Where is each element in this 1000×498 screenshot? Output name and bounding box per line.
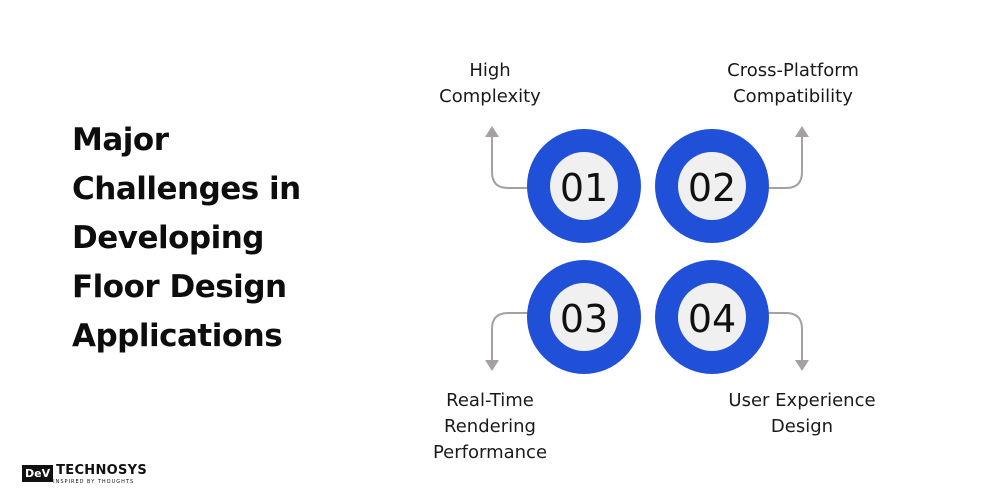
arrowheads xyxy=(485,126,809,371)
label-line: User Experience xyxy=(728,390,876,411)
step-number: 01 xyxy=(560,166,608,210)
title-line: Developing xyxy=(72,220,265,256)
connector-02 xyxy=(758,135,803,189)
title-line: Floor Design xyxy=(72,269,287,305)
step-label-01: High Complexity xyxy=(420,58,560,110)
logo-mark: DeV xyxy=(22,464,54,482)
connector-03 xyxy=(491,312,540,362)
page-title: Major Challenges in Developing Floor Des… xyxy=(72,116,372,361)
connectors xyxy=(491,135,803,362)
label-line: Rendering xyxy=(444,416,536,437)
logo-wordmark: TECHNOSYS INSPIRED BY THOUGHTS xyxy=(53,461,147,485)
label-line: Performance xyxy=(432,442,548,463)
step-label-04: User Experience Design xyxy=(712,388,892,440)
title-line: Major xyxy=(72,122,169,158)
label-line: Real-Time xyxy=(446,390,534,411)
logo-name: TECHNOSYS xyxy=(56,463,148,478)
label-line: Complexity xyxy=(439,86,541,107)
label-line: Cross-Platform xyxy=(727,60,859,81)
arrowhead-down-icon xyxy=(485,360,499,371)
arrowhead-up-icon xyxy=(795,126,809,137)
step-circle-02: 02 xyxy=(655,129,769,243)
step-circle-04: 04 xyxy=(655,260,769,374)
connector-01 xyxy=(491,135,540,189)
step-label-03: Real-Time Rendering Performance xyxy=(415,388,565,466)
arrowhead-down-icon xyxy=(795,360,809,371)
arrowhead-up-icon xyxy=(485,126,499,137)
step-number: 02 xyxy=(688,166,736,210)
label-line: Design xyxy=(770,416,834,437)
title-line: Applications xyxy=(72,318,283,354)
step-label-02: Cross-Platform Compatibility xyxy=(708,58,878,110)
brand-logo: DeV TECHNOSYS INSPIRED BY THOUGHTS xyxy=(22,461,147,485)
step-circle-01: 01 xyxy=(527,129,641,243)
connector-04 xyxy=(758,312,803,362)
step-number: 03 xyxy=(560,297,608,341)
label-line: Compatibility xyxy=(733,86,853,107)
step-circle-03: 03 xyxy=(527,260,641,374)
logo-tagline: INSPIRED BY THOUGHTS xyxy=(53,479,135,485)
step-number: 04 xyxy=(688,297,736,341)
label-line: High xyxy=(469,60,511,81)
title-line: Challenges in xyxy=(72,171,301,207)
